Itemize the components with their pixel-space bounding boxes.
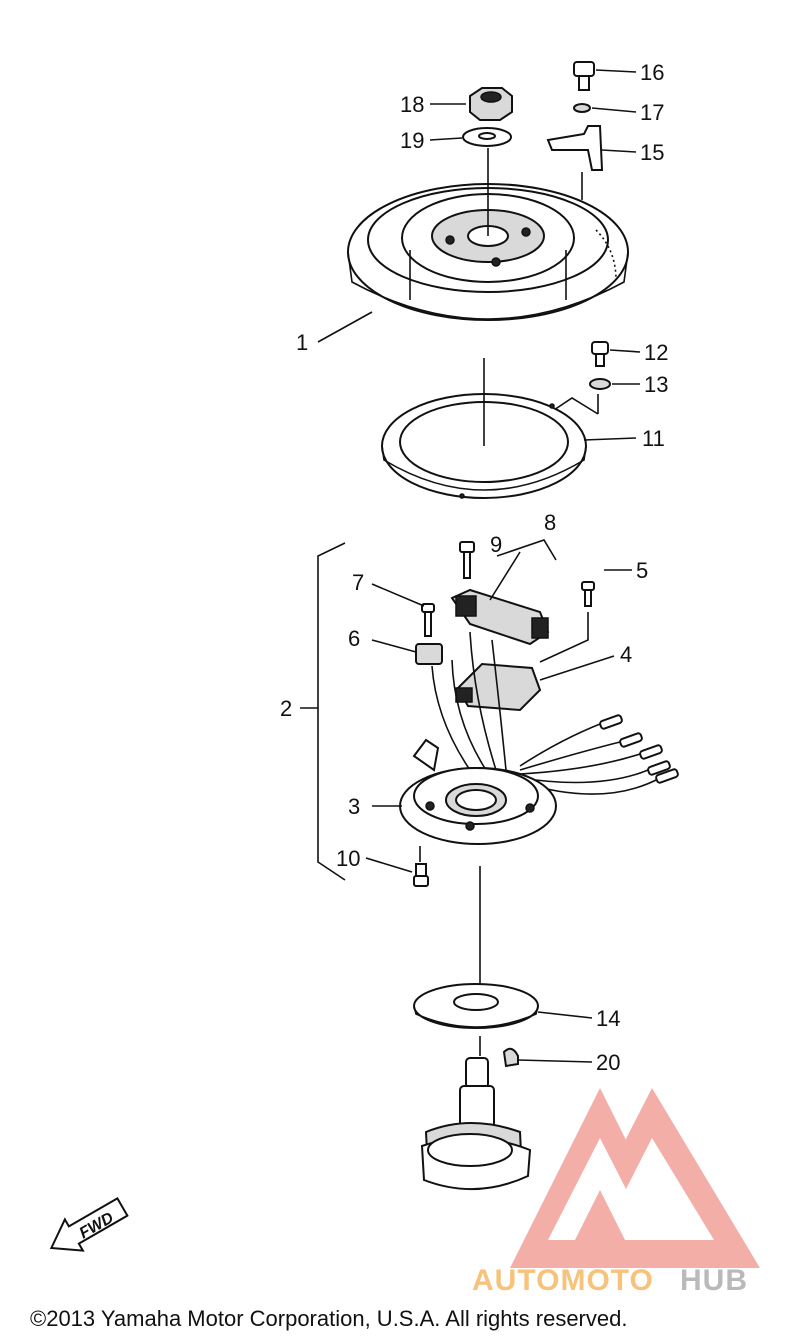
- ring-washer-part: [589, 378, 611, 390]
- coil-screw-part: [459, 541, 475, 579]
- callout-7: 7: [352, 570, 364, 595]
- callout-2: 2: [280, 696, 292, 721]
- lock-washer-part: [573, 103, 591, 113]
- ring-bolt-part: [591, 341, 609, 367]
- screw-5-part: [581, 581, 595, 607]
- screw-10-part: [413, 863, 429, 887]
- watermark-text: AUTOMOTO HUB: [472, 1264, 748, 1297]
- thrust-washer-part: [413, 983, 539, 1029]
- charge-coil-part: [450, 588, 550, 646]
- callout-5: 5: [636, 558, 648, 583]
- callout-8: 8: [544, 510, 556, 535]
- fwd-arrow-icon: FWD: [49, 1196, 129, 1252]
- screw-7-part: [421, 603, 435, 637]
- watermark-logo: [510, 1088, 760, 1268]
- key-part: [502, 1047, 519, 1068]
- assembly-bracket: [317, 542, 346, 881]
- crankshaft-part: [420, 1057, 532, 1191]
- nut-part: [469, 87, 513, 121]
- clamp-part: [415, 643, 443, 665]
- callout-13: 13: [644, 372, 668, 397]
- callout-12: 12: [644, 340, 668, 365]
- callout-19: 19: [400, 128, 424, 153]
- callout-11: 11: [642, 426, 665, 451]
- flywheel-part: [347, 183, 629, 321]
- callout-labels: 16 17 15 18 19 1 12 13 11 8 9 5 7 6 4 2 …: [280, 60, 668, 1075]
- callout-17: 17: [640, 100, 664, 125]
- leader-lines: [317, 69, 641, 1063]
- callout-10: 10: [336, 846, 360, 871]
- copyright-notice: ©2013 Yamaha Motor Corporation, U.S.A. A…: [30, 1306, 628, 1331]
- callout-18: 18: [400, 92, 424, 117]
- callout-6: 6: [348, 626, 360, 651]
- callout-9: 9: [490, 532, 502, 557]
- watermark-part2: HUB: [680, 1264, 748, 1297]
- callout-3: 3: [348, 794, 360, 819]
- callout-14: 14: [596, 1006, 620, 1031]
- stator-base-part: [399, 738, 557, 845]
- bolt-part: [573, 61, 595, 91]
- callout-15: 15: [640, 140, 664, 165]
- watermark-part1: AUTOMOTO: [472, 1264, 654, 1297]
- callout-20: 20: [596, 1050, 620, 1075]
- bracket-part: [546, 125, 604, 171]
- washer-part: [462, 127, 512, 147]
- callout-1: 1: [296, 330, 308, 355]
- callout-4: 4: [620, 642, 632, 667]
- callout-16: 16: [640, 60, 664, 85]
- wiring-harness: [431, 631, 679, 795]
